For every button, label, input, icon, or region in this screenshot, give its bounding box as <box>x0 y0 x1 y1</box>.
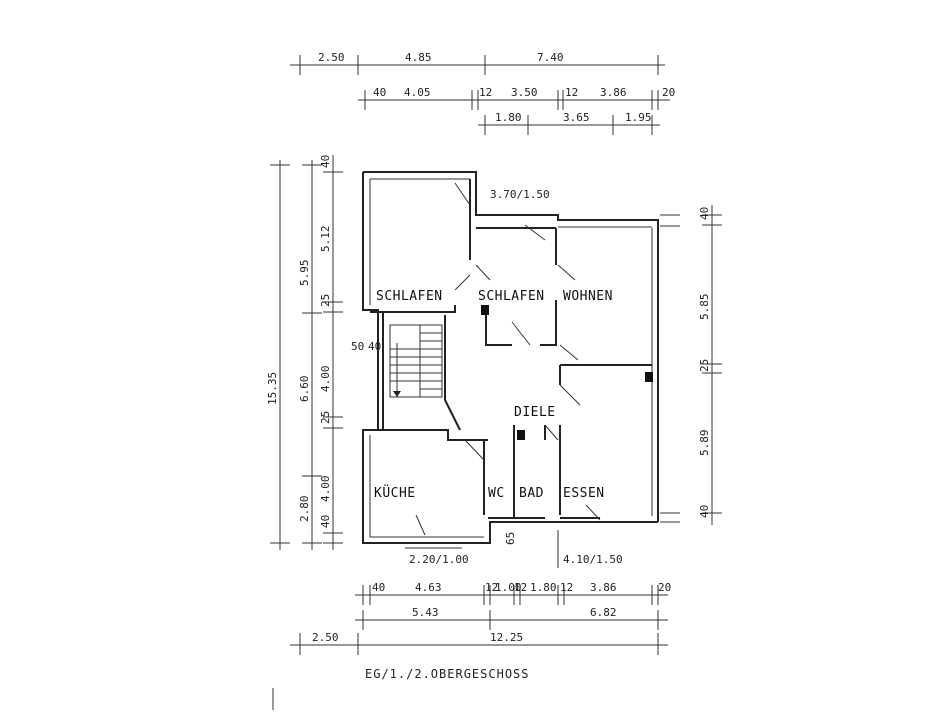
dim-left-c3-3: 25 <box>319 294 332 307</box>
window-label-kueche: 2.20/1.00 <box>409 553 469 566</box>
dim-top-r3-1: 1.80 <box>495 111 522 124</box>
dim-small-65: 65 <box>504 532 517 545</box>
room-schlafen-center: SCHLAFEN <box>478 289 545 304</box>
room-diele: DIELE <box>514 405 556 420</box>
dim-left-c2-1: 5.95 <box>298 260 311 287</box>
bottom-dimensions: 40 4.63 12 1.00 12 1.80 12 3.86 20 5.43 … <box>290 581 671 655</box>
dim-right-5: 40 <box>698 505 711 518</box>
dim-bot-r1-8: 3.86 <box>590 581 617 594</box>
dim-left-c3-6: 4.00 <box>319 476 332 503</box>
window-label-top: 3.70/1.50 <box>490 188 550 201</box>
top-dimensions: 2.50 4.85 7.40 40 4.05 12 3.50 12 3.86 2… <box>290 51 675 135</box>
window-labels: 3.70/1.50 2.20/1.00 4.10/1.50 65 <box>405 188 623 568</box>
dim-bot-r1-1: 40 <box>372 581 385 594</box>
dim-left-c3-5: 25 <box>319 411 332 424</box>
left-dimensions: 15.35 5.95 6.60 2.80 40 5.12 25 4.00 25 … <box>266 155 381 550</box>
room-wc: WC <box>488 486 505 501</box>
dim-bot-r3-2: 12.25 <box>490 631 523 644</box>
dim-left-c3-4: 4.00 <box>319 366 332 393</box>
dim-left-c3-7: 40 <box>319 515 332 528</box>
dim-stair-1: 50 <box>351 340 364 353</box>
dim-right-3: 25 <box>698 359 711 372</box>
window-label-essen: 4.10/1.50 <box>563 553 623 566</box>
dim-bot-r1-5: 12 <box>514 581 527 594</box>
dim-stair-2: 40 <box>368 340 381 353</box>
dim-left-c3-1: 40 <box>319 155 332 168</box>
dim-top-r3-3: 1.95 <box>625 111 652 124</box>
dim-top-r2-2: 4.05 <box>404 86 431 99</box>
room-essen: ESSEN <box>563 486 605 501</box>
dim-left-c2-3: 2.80 <box>298 496 311 523</box>
dim-top-r2-7: 20 <box>662 86 675 99</box>
dim-left-c2-2: 6.60 <box>298 376 311 403</box>
dim-bot-r3-1: 2.50 <box>312 631 339 644</box>
dim-bot-r1-9: 20 <box>658 581 671 594</box>
dim-top-r3-2: 3.65 <box>563 111 590 124</box>
dim-top-r2-1: 40 <box>373 86 386 99</box>
dim-bot-r2-2: 6.82 <box>590 606 617 619</box>
dim-top-2: 4.85 <box>405 51 432 64</box>
dim-right-2: 5.85 <box>698 294 711 321</box>
dim-top-r2-5: 12 <box>565 86 578 99</box>
room-wohnen: WOHNEN <box>563 289 613 304</box>
dim-top-3: 7.40 <box>537 51 564 64</box>
plan-title: EG/1./2.OBERGESCHOSS <box>365 667 530 681</box>
dim-bot-r1-2: 4.63 <box>415 581 442 594</box>
dim-bot-r2-1: 5.43 <box>412 606 439 619</box>
right-dimensions: 40 5.85 25 5.89 40 <box>698 205 722 525</box>
dim-top-1: 2.50 <box>318 51 345 64</box>
room-kueche: KÜCHE <box>374 484 416 501</box>
dim-bot-r1-6: 1.80 <box>530 581 557 594</box>
room-bad: BAD <box>519 486 544 501</box>
dim-top-r2-4: 3.50 <box>511 86 538 99</box>
dim-left-c3-2: 5.12 <box>319 226 332 253</box>
dim-right-1: 40 <box>698 207 711 220</box>
dim-bot-r1-7: 12 <box>560 581 573 594</box>
dim-top-r2-3: 12 <box>479 86 492 99</box>
dim-left-total: 15.35 <box>266 372 279 405</box>
room-labels: SCHLAFEN SCHLAFEN WOHNEN DIELE KÜCHE WC … <box>374 289 613 501</box>
dim-bot-r1-3: 12 <box>485 581 498 594</box>
dim-right-4: 5.89 <box>698 430 711 457</box>
dim-top-r2-6: 3.86 <box>600 86 627 99</box>
walls <box>362 171 680 544</box>
room-schlafen-left: SCHLAFEN <box>376 289 443 304</box>
dim-bot-r1-4: 1.00 <box>495 581 522 594</box>
